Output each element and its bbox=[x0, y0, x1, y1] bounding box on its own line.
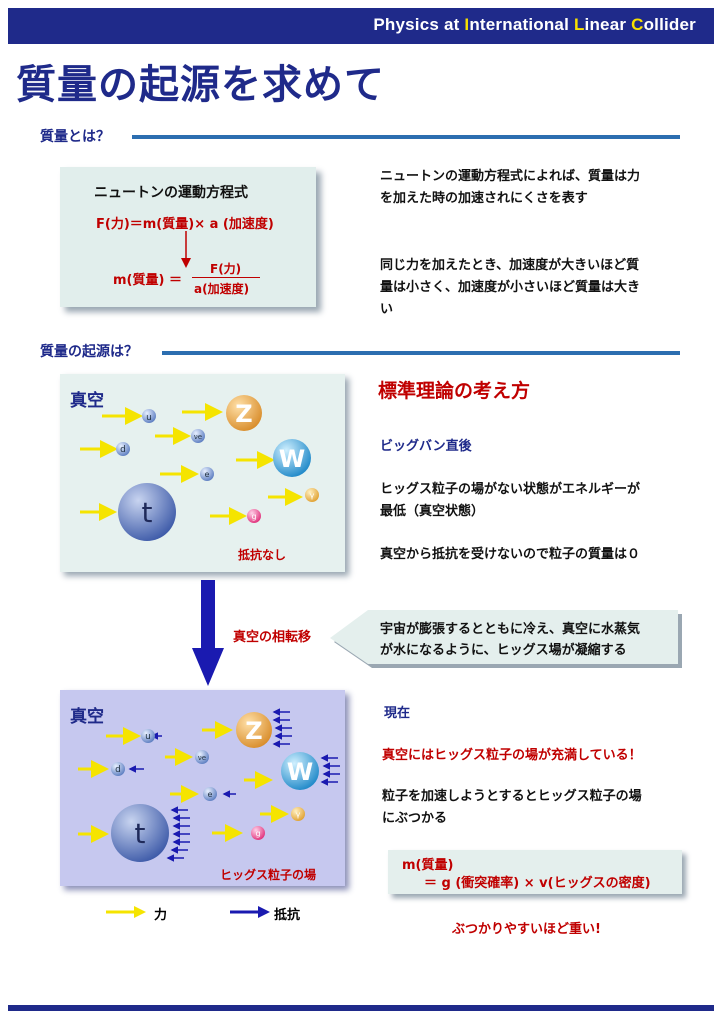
equation-2-numerator: F(力) bbox=[210, 262, 242, 276]
after-big-bang-label: ビッグバン直後 bbox=[380, 439, 472, 454]
legend-force-label: 力 bbox=[154, 908, 168, 923]
callout-box bbox=[330, 610, 682, 668]
down-quark-label: d bbox=[120, 445, 126, 455]
gluon-particle bbox=[251, 826, 265, 840]
mass-formula-box: m(質量) ＝ g (衝突確率) × v(ヒッグスの密度) bbox=[388, 850, 682, 894]
gluon-label: g bbox=[255, 829, 260, 838]
w-boson-label: W bbox=[279, 445, 305, 473]
phase-transition-arrow-icon bbox=[192, 580, 224, 686]
up-quark-particle bbox=[141, 729, 155, 743]
newton-equation-box: ニュートンの運動方程式 F(力)＝m(質量)× a (加速度) m(質量) ＝ … bbox=[60, 167, 316, 307]
photon-particle bbox=[291, 807, 305, 821]
fraction-bar bbox=[192, 277, 260, 278]
massless-text: 真空から抵抗を受けないので粒子の質量は０ bbox=[380, 547, 641, 562]
formula-line-2: ＝ g (衝突確率) × v(ヒッグスの密度) bbox=[424, 876, 651, 891]
up-quark-label: u bbox=[145, 732, 151, 742]
electron-label: e bbox=[205, 470, 210, 479]
vacuum-panel-early: 真空 u Z d νe W bbox=[60, 374, 345, 572]
gluon-particle bbox=[247, 509, 261, 523]
section-heading-mass: 質量とは？ bbox=[40, 129, 110, 145]
heavier-when-colliding-text: ぶつかりやすいほど重い! bbox=[452, 922, 601, 937]
down-quark-particle bbox=[116, 442, 130, 456]
vacuum-panel-present: 真空 u Z d νe bbox=[60, 690, 345, 886]
higgs-field-label: ヒッグス粒子の場 bbox=[220, 868, 317, 882]
down-quark-particle bbox=[111, 762, 125, 776]
w-boson-particle bbox=[281, 752, 319, 790]
acceleration-explanation: 同じ力を加えたとき、加速度が大きいほど質 量は小さく、加速度が小さいほど質量は大… bbox=[380, 258, 641, 317]
resistance-arrow-icon bbox=[230, 906, 270, 918]
present-label: 現在 bbox=[384, 706, 411, 721]
legend-resistance-label: 抵抗 bbox=[274, 908, 301, 923]
formula-line-1: m(質量) bbox=[402, 858, 454, 873]
down-arrow-icon bbox=[181, 231, 191, 268]
section-rule bbox=[162, 351, 680, 355]
top-quark-label: t bbox=[135, 817, 146, 850]
particles-diagram-present: u Z d νe W e γ t g bbox=[78, 708, 340, 862]
callout-text: 宇宙が膨張するとともに冷え、真空に水蒸気 が水になるように、ヒッグス場が凝縮する bbox=[380, 622, 641, 658]
neutrino-particle bbox=[191, 429, 205, 443]
vacuum-label: 真空 bbox=[70, 391, 104, 411]
footer-bar bbox=[8, 1005, 714, 1011]
header-bar bbox=[8, 8, 714, 44]
photon-label: γ bbox=[296, 810, 301, 819]
equation-1: F(力)＝m(質量)× a (加速度) bbox=[96, 217, 274, 232]
top-quark-label: t bbox=[142, 496, 153, 529]
collision-text: 粒子を加速しようとするとヒッグス粒子の場 にぶつかる bbox=[382, 789, 642, 826]
neutrino-label: νe bbox=[194, 433, 202, 441]
newton-explanation: ニュートンの運動方程式によれば、質量は力 を加えた時の加速されにくさを表す bbox=[380, 169, 641, 206]
standard-model-title: 標準理論の考え方 bbox=[378, 380, 531, 402]
z-boson-particle bbox=[236, 712, 272, 748]
z-boson-label: Z bbox=[235, 400, 252, 428]
up-quark-label: u bbox=[146, 413, 152, 423]
section-rule bbox=[132, 135, 680, 139]
top-quark-particle bbox=[118, 483, 176, 541]
z-boson-label: Z bbox=[245, 717, 262, 745]
phase-transition-label: 真空の相転移 bbox=[233, 630, 312, 645]
section-heading-origin: 質量の起源は？ bbox=[40, 344, 138, 360]
electron-particle bbox=[203, 787, 217, 801]
w-boson-particle bbox=[273, 439, 311, 477]
neutrino-particle bbox=[195, 750, 209, 764]
equation-2-denominator: a(加速度) bbox=[194, 282, 250, 296]
photon-label: γ bbox=[310, 491, 315, 500]
higgs-absent-text: ヒッグス粒子の場がない状態がエネルギーが 最低（真空状態） bbox=[380, 482, 641, 519]
higgs-filled-text: 真空にはヒッグス粒子の場が充満している！ bbox=[382, 748, 642, 763]
particles-diagram-early: u Z d νe W e γ t g bbox=[80, 395, 319, 541]
electron-label: e bbox=[208, 790, 213, 799]
page-title: 質量の起源を求めて bbox=[16, 62, 385, 108]
up-quark-particle bbox=[142, 409, 156, 423]
top-quark-particle bbox=[111, 804, 169, 862]
box-title: ニュートンの運動方程式 bbox=[94, 185, 248, 201]
electron-particle bbox=[200, 467, 214, 481]
photon-particle bbox=[305, 488, 319, 502]
force-arrow-icon bbox=[106, 906, 146, 918]
gluon-label: g bbox=[251, 512, 256, 521]
vacuum-label: 真空 bbox=[70, 707, 104, 727]
neutrino-label: νe bbox=[198, 754, 206, 762]
header-title: Physics at International Linear Collider bbox=[373, 15, 696, 34]
w-boson-label: W bbox=[287, 758, 313, 786]
no-resistance-label: 抵抗なし bbox=[238, 548, 287, 562]
equation-2-left: m(質量) ＝ bbox=[113, 273, 182, 288]
z-boson-particle bbox=[226, 395, 262, 431]
down-quark-label: d bbox=[115, 765, 121, 775]
